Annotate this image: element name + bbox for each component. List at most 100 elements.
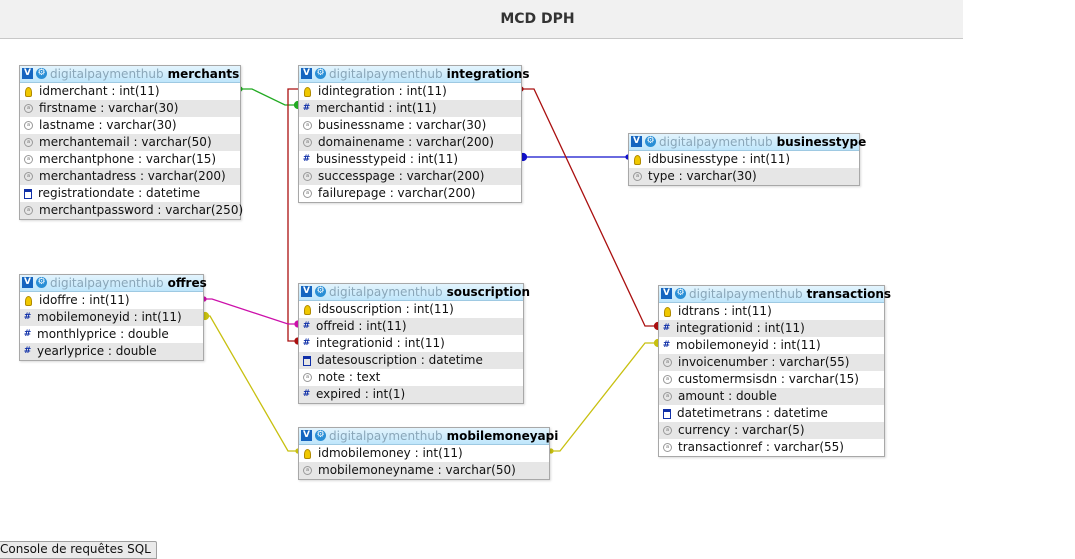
date-field-icon xyxy=(663,408,671,419)
field-label: idtrans : int(11) xyxy=(678,304,772,318)
gear-icon[interactable]: ⚙ xyxy=(675,288,686,299)
table-field-row[interactable]: a merchantadress : varchar(200) xyxy=(20,168,240,185)
text-field-icon: a xyxy=(663,426,672,435)
field-label: idsouscription : int(11) xyxy=(318,302,454,316)
table-field-row[interactable]: #mobilemoneyid : int(11) xyxy=(659,337,884,354)
table-field-row[interactable]: # yearlyprice : double xyxy=(20,343,203,360)
field-label: merchantemail : varchar(50) xyxy=(39,135,212,149)
field-label: lastname : varchar(30) xyxy=(39,118,177,132)
field-label: mobilemoneyid : int(11) xyxy=(37,310,182,324)
table-field-row[interactable]: datesouscription : datetime xyxy=(299,352,523,369)
table-field-row[interactable]: idmerchant : int(11) xyxy=(20,83,240,100)
gear-icon[interactable]: ⚙ xyxy=(315,430,326,441)
field-label: note : text xyxy=(318,370,381,384)
toggle-icon[interactable]: V xyxy=(301,430,312,441)
field-label: datetimetrans : datetime xyxy=(677,406,828,420)
table-field-row[interactable]: #offreid : int(11) xyxy=(299,318,523,335)
field-label: monthlyprice : double xyxy=(37,327,169,341)
toggle-icon[interactable]: V xyxy=(661,288,672,299)
gear-icon[interactable]: ⚙ xyxy=(645,136,656,147)
field-label: merchantadress : varchar(200) xyxy=(39,169,226,183)
table-field-row[interactable]: idbusinesstype : int(11) xyxy=(629,151,859,168)
table-field-row[interactable]: registrationdate : datetime xyxy=(20,185,240,202)
table-name: transactions xyxy=(806,287,892,301)
table-field-row[interactable]: idmobilemoney : int(11) xyxy=(299,445,549,462)
toggle-icon[interactable]: V xyxy=(631,136,642,147)
numeric-field-icon: # xyxy=(23,312,32,322)
table-field-row[interactable]: # mobilemoneyid : int(11) xyxy=(20,309,203,326)
table-field-row[interactable]: #expired : int(1) xyxy=(299,386,523,403)
toggle-icon[interactable]: V xyxy=(22,68,33,79)
text-field-icon: a xyxy=(24,172,33,181)
toggle-icon[interactable]: V xyxy=(301,68,312,79)
database-name: digitalpaymenthub xyxy=(329,429,443,443)
text-field-icon: a xyxy=(663,443,672,452)
diagram-toolbar: MCD DPH xyxy=(0,0,963,39)
toggle-icon[interactable]: V xyxy=(22,277,33,288)
table-field-row[interactable]: #integrationid : int(11) xyxy=(299,335,523,352)
table-field-row[interactable]: idtrans : int(11) xyxy=(659,303,884,320)
gear-icon[interactable]: ⚙ xyxy=(36,68,47,79)
sql-console-tab[interactable]: Console de requêtes SQL xyxy=(0,541,157,559)
field-label: datesouscription : datetime xyxy=(317,353,483,367)
table-name: offres xyxy=(167,276,207,290)
primary-key-icon xyxy=(304,448,311,459)
gear-icon[interactable]: ⚙ xyxy=(315,68,326,79)
relation-offres-souscription xyxy=(201,296,302,328)
table-field-row[interactable]: idintegration : int(11) xyxy=(299,83,521,100)
table-name: businesstype xyxy=(776,135,867,149)
text-field-icon: a xyxy=(663,375,672,384)
field-label: firstname : varchar(30) xyxy=(39,101,179,115)
table-field-row[interactable]: #integrationid : int(11) xyxy=(659,320,884,337)
text-field-icon: a xyxy=(303,172,312,181)
numeric-field-icon: # xyxy=(23,346,32,356)
table-field-row[interactable]: #merchantid : int(11) xyxy=(299,100,521,117)
table-field-row[interactable]: #businesstypeid : int(11) xyxy=(299,151,521,168)
table-field-row[interactable]: #monthlyprice : double xyxy=(20,326,203,343)
table-field-row[interactable]: idsouscription : int(11) xyxy=(299,301,523,318)
table-field-row[interactable]: idoffre : int(11) xyxy=(20,292,203,309)
text-field-icon: a xyxy=(303,121,312,130)
gear-icon[interactable]: ⚙ xyxy=(36,277,47,288)
field-label: merchantphone : varchar(15) xyxy=(39,152,217,166)
table-field-row[interactable]: datetimetrans : datetime xyxy=(659,405,884,422)
field-label: mobilemoneyname : varchar(50) xyxy=(318,463,516,477)
toggle-icon[interactable]: V xyxy=(301,286,312,297)
field-label: invoicenumber : varchar(55) xyxy=(678,355,850,369)
gear-icon[interactable]: ⚙ xyxy=(315,286,326,297)
text-field-icon: a xyxy=(303,138,312,147)
field-label: type : varchar(30) xyxy=(648,169,757,183)
field-label: yearlyprice : double xyxy=(37,344,157,358)
